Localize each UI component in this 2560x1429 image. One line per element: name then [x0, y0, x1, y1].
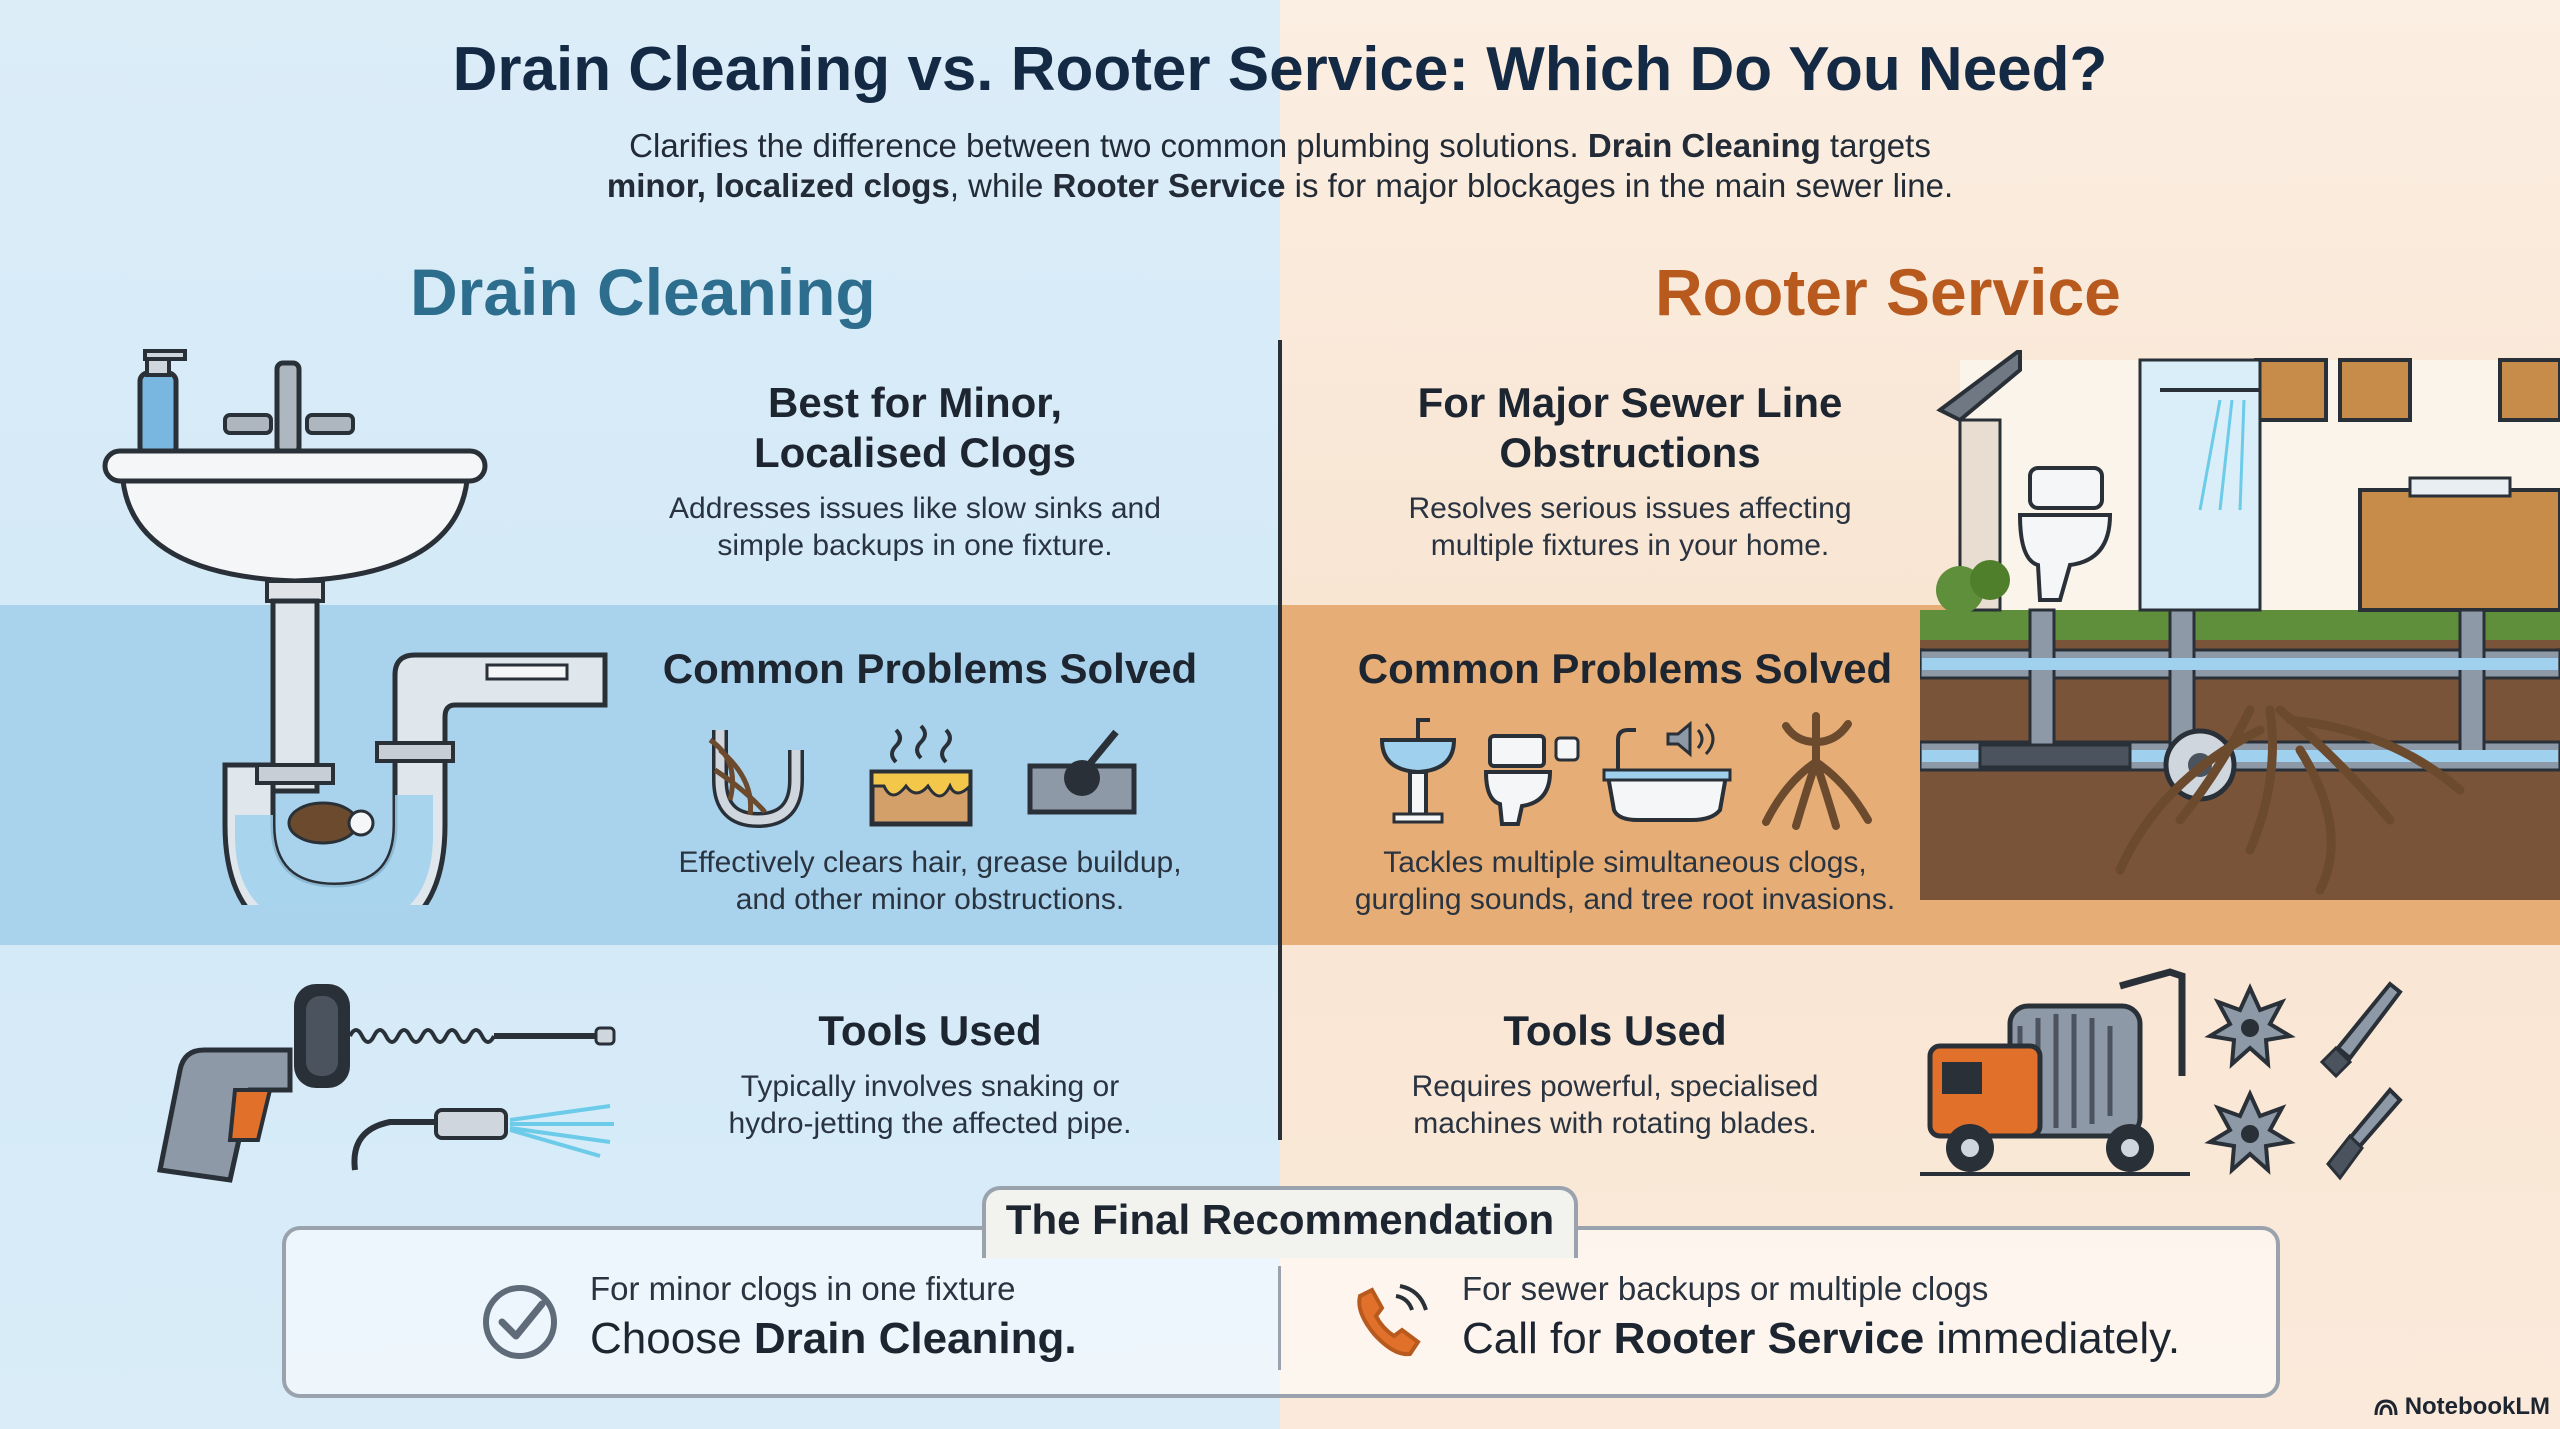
rooter-problems-text: Tackles multiple simultaneous clogs,gurg…: [1354, 846, 1896, 916]
recommendation-right-action: Call for Rooter Service immediately.: [1462, 1314, 2181, 1363]
minor-blockage-icon: [1027, 729, 1137, 815]
sink-pipe-icon: [102, 349, 608, 905]
grease-icon: [869, 724, 973, 827]
page-subtitle: Clarifies the difference between two com…: [606, 127, 1954, 204]
page-title: Drain Cleaning vs. Rooter Service: Which…: [452, 35, 2108, 104]
recommendation-left-condition: For minor clogs in one fixture: [590, 1270, 1016, 1307]
tree-root-icon: [1762, 712, 1872, 830]
house-sewer-icon: [1920, 350, 2560, 900]
bathtub-gurgle-icon: [1602, 720, 1732, 822]
drain-tools-block: Tools Used Typically involves snaking or…: [728, 1007, 1132, 1140]
drain-best-for-block: Best for Minor,Localised Clogs Addresses…: [669, 379, 1161, 562]
column-divider: [1278, 340, 1282, 1140]
drain-problems-text: Effectively clears hair, grease buildup,…: [678, 846, 1182, 916]
recommendation-left-action: Choose Drain Cleaning.: [590, 1314, 1077, 1363]
hydro-jet-icon: [157, 1047, 614, 1183]
notebooklm-brand: NotebookLM: [2374, 1393, 2550, 1421]
final-recommendation-tab: [982, 1186, 1578, 1258]
final-recommendation-title: The Final Recommendation: [1005, 1196, 1555, 1243]
hair-clog-icon: [708, 730, 804, 829]
drain-cleaning-heading: Drain Cleaning: [410, 255, 876, 329]
sink-icon: [1379, 718, 1457, 824]
rotating-blade-icon: [2204, 981, 2403, 1181]
checkmark-icon: [483, 1285, 557, 1359]
drain-problems-block: Common Problems Solved: [662, 645, 1198, 692]
toilet-icon: [1484, 734, 1580, 826]
recommendation-right-condition: For sewer backups or multiple clogs: [1462, 1270, 1989, 1307]
rooter-problems-block: Common Problems Solved: [1357, 645, 1893, 692]
notebooklm-icon: [2374, 1399, 2398, 1416]
rooter-tools-block: Tools Used Requires powerful, specialise…: [1411, 1007, 1819, 1140]
phone-icon: [1357, 1284, 1428, 1357]
drain-snake-icon: [294, 984, 616, 1088]
recommendation-divider: [1278, 1266, 1281, 1370]
rooter-service-heading: Rooter Service: [1655, 255, 2121, 329]
rooter-machine-icon: [1920, 968, 2190, 1176]
